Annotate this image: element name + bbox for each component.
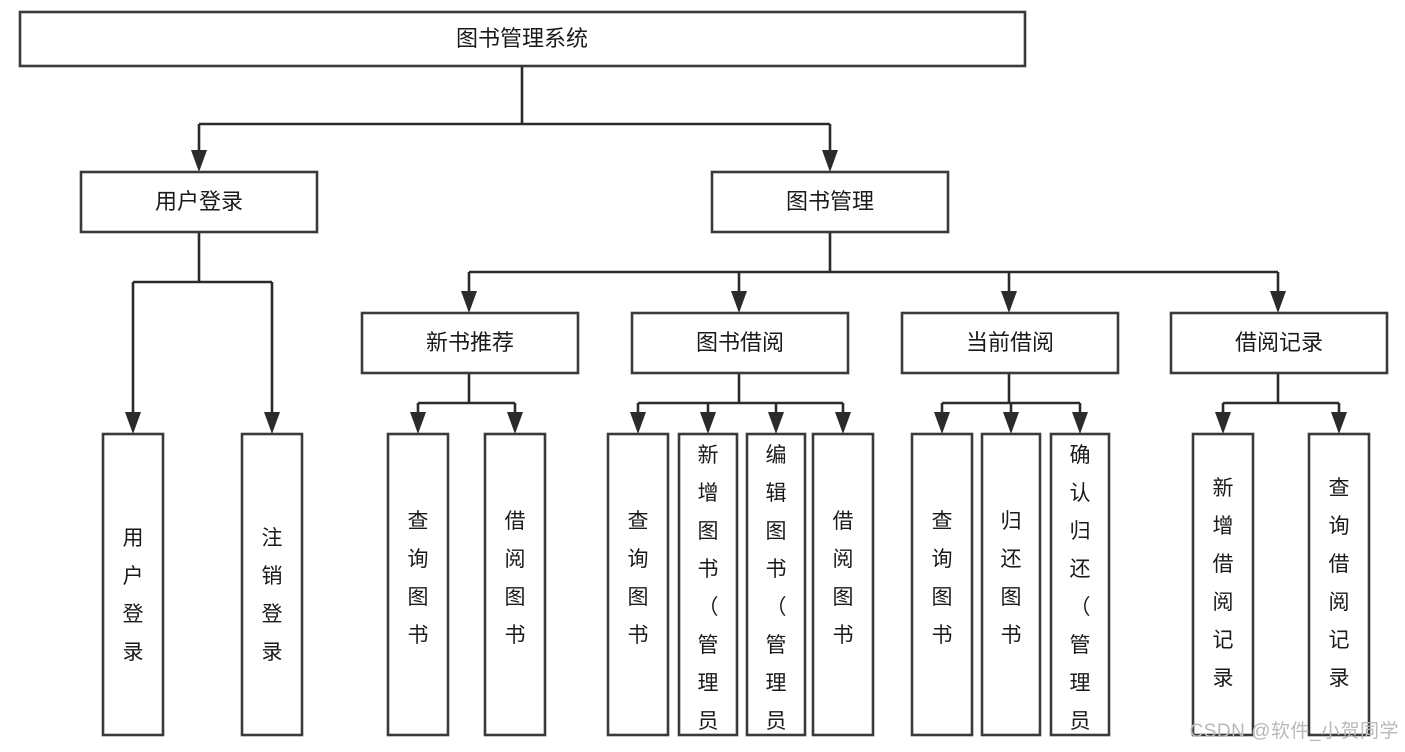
node-leaf-2-label: 注销登录 [262, 527, 283, 664]
node-borrow-box[interactable] [630, 311, 850, 375]
node-leaf-6-box[interactable] [677, 432, 739, 737]
arrow-head-icon [1331, 412, 1347, 434]
node-leaf-12[interactable]: 新增借阅记录 [1191, 432, 1255, 737]
arrow-head-icon [264, 412, 280, 434]
node-leaf-12-label: 新增借阅记录 [1213, 477, 1234, 690]
arrow-head-icon [835, 412, 851, 434]
node-leaf-9[interactable]: 查询图书 [910, 432, 974, 737]
node-leaf-11-box[interactable] [1049, 432, 1111, 737]
arrow-head-icon [1215, 412, 1231, 434]
node-root-box[interactable] [18, 10, 1027, 68]
node-borrow[interactable]: 图书借阅 [630, 311, 850, 375]
node-newbook-label: 新书推荐 [426, 330, 514, 355]
arrow-head-icon [410, 412, 426, 434]
node-leaf-1-label: 用户登录 [123, 527, 144, 664]
arrow-head-icon [822, 150, 838, 172]
node-borrow-label: 图书借阅 [696, 330, 784, 355]
node-record-label: 借阅记录 [1235, 330, 1323, 355]
arrow-head-icon [630, 412, 646, 434]
node-bookmgmt-label: 图书管理 [786, 189, 874, 214]
node-leaf-8[interactable]: 借阅图书 [811, 432, 875, 737]
node-leaf-8-box[interactable] [811, 432, 875, 737]
node-leaf-3-label: 查询图书 [408, 510, 429, 647]
node-leaf-2-box[interactable] [240, 432, 304, 737]
node-current[interactable]: 当前借阅 [900, 311, 1120, 375]
node-bookmgmt-box[interactable] [710, 170, 950, 234]
node-leaf-9-box[interactable] [910, 432, 974, 737]
arrow-head-icon [934, 412, 950, 434]
arrow-head-icon [1270, 291, 1286, 313]
node-leaf-5-label: 查询图书 [628, 510, 649, 647]
arrow-head-icon [191, 150, 207, 172]
node-leaf-3-box[interactable] [386, 432, 450, 737]
arrow-head-icon [125, 412, 141, 434]
node-leaf-6[interactable]: 新增图书（管理员） [677, 432, 739, 752]
arrow-head-icon [1072, 412, 1088, 434]
node-leaf-4-label: 借阅图书 [505, 510, 526, 647]
node-record-box[interactable] [1169, 311, 1389, 375]
node-leaf-4-box[interactable] [483, 432, 547, 737]
node-current-box[interactable] [900, 311, 1120, 375]
node-leaf-1-box[interactable] [101, 432, 165, 737]
node-leaf-1[interactable]: 用户登录 [101, 432, 165, 737]
node-leaf-11-label: 确认归还（管理员） [1070, 444, 1091, 747]
connector-layer [125, 66, 1347, 434]
node-newbook-box[interactable] [360, 311, 580, 375]
node-leaf-2[interactable]: 注销登录 [240, 432, 304, 737]
node-leaf-10[interactable]: 归还图书 [980, 432, 1042, 737]
node-leaf-5-box[interactable] [606, 432, 670, 737]
arrow-head-icon [700, 412, 716, 434]
node-login-label: 用户登录 [155, 189, 243, 214]
node-leaf-7[interactable]: 编辑图书（管理员） [745, 432, 807, 752]
node-login-box[interactable] [79, 170, 319, 234]
node-leaf-13-label: 查询借阅记录 [1329, 477, 1350, 690]
arrow-head-icon [1003, 412, 1019, 434]
node-root[interactable]: 图书管理系统 [18, 10, 1027, 68]
node-leaf-8-label: 借阅图书 [833, 510, 854, 647]
node-root-label: 图书管理系统 [456, 26, 588, 51]
node-bookmgmt[interactable]: 图书管理 [710, 170, 950, 234]
node-leaf-9-label: 查询图书 [932, 510, 953, 647]
node-current-label: 当前借阅 [966, 330, 1054, 355]
arrow-head-icon [731, 291, 747, 313]
node-leaf-5[interactable]: 查询图书 [606, 432, 670, 737]
node-leaf-13-box[interactable] [1307, 432, 1371, 737]
arrow-head-icon [507, 412, 523, 434]
node-login[interactable]: 用户登录 [79, 170, 319, 234]
node-leaf-7-label: 编辑图书（管理员） [766, 444, 787, 747]
node-leaf-12-box[interactable] [1191, 432, 1255, 737]
node-record[interactable]: 借阅记录 [1169, 311, 1389, 375]
arrow-head-icon [768, 412, 784, 434]
node-leaf-4[interactable]: 借阅图书 [483, 432, 547, 737]
node-leaf-13[interactable]: 查询借阅记录 [1307, 432, 1371, 737]
node-leaf-10-box[interactable] [980, 432, 1042, 737]
node-newbook[interactable]: 新书推荐 [360, 311, 580, 375]
arrow-head-icon [461, 291, 477, 313]
node-leaf-10-label: 归还图书 [1001, 510, 1022, 647]
node-leaf-7-box[interactable] [745, 432, 807, 737]
node-leaf-3[interactable]: 查询图书 [386, 432, 450, 737]
arrow-head-icon [1001, 291, 1017, 313]
node-leaf-11[interactable]: 确认归还（管理员） [1049, 432, 1111, 752]
